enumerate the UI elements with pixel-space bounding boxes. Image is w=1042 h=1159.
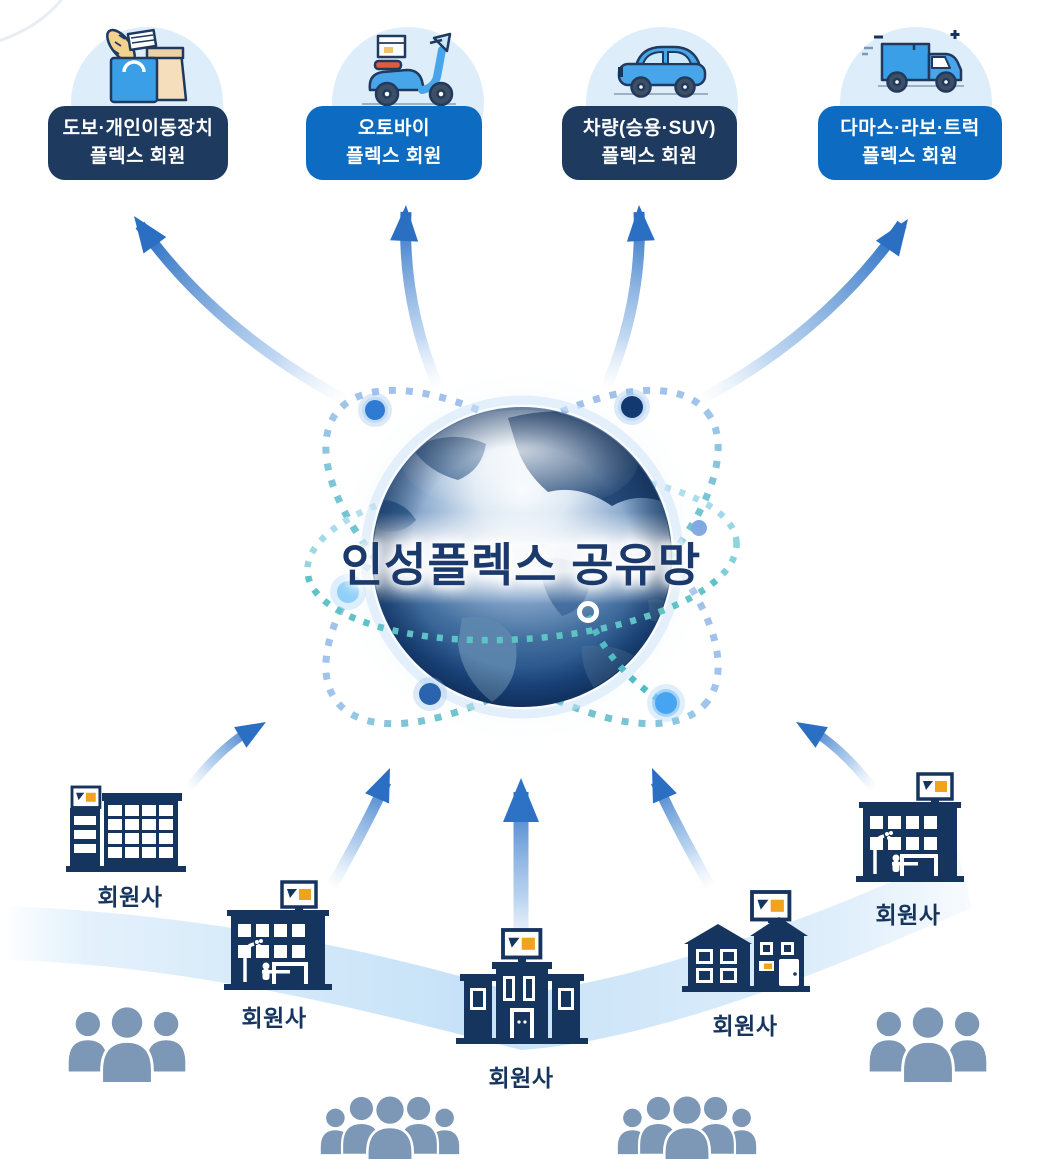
headquarters-building-icon xyxy=(456,928,588,1044)
arrow-to-motorbike-node xyxy=(390,205,443,388)
member-buildings xyxy=(66,772,964,1044)
arrow-to-truck-node xyxy=(697,219,908,405)
orbit-node-dots xyxy=(330,389,707,722)
flex-node-pill-truck: 다마스·라보·트럭 플렉스 회원 xyxy=(818,106,1002,180)
arrow-from-member-1 xyxy=(185,722,266,791)
member-company-label: 회원사 xyxy=(875,902,941,928)
flex-node-line1: 차량(승용·SUV) xyxy=(583,118,716,140)
car-icon xyxy=(614,45,708,98)
people-group-icon xyxy=(870,1007,987,1082)
flex-node-pill-motorbike: 오토바이 플렉스 회원 xyxy=(306,106,482,180)
flex-node-line2: 플렉스 회원 xyxy=(601,146,698,167)
flex-node-line1: 도보·개인이동장치 xyxy=(62,118,214,140)
arrow-from-member-5 xyxy=(796,722,877,791)
people-group-icon xyxy=(69,1007,186,1082)
swoosh-band xyxy=(8,852,972,1050)
flex-node-line2: 플렉스 회원 xyxy=(346,146,442,167)
member-company-label: 회원사 xyxy=(97,884,163,910)
office-building-gate-icon xyxy=(856,772,964,882)
people-group-icon xyxy=(616,1096,758,1159)
flex-node-line2: 플렉스 회원 xyxy=(90,146,186,167)
office-building-grid-icon xyxy=(66,785,186,872)
shopping-bag-icon xyxy=(106,28,188,104)
network-title: 인성플렉스 공유망 xyxy=(340,539,702,591)
flex-node-line1: 오토바이 xyxy=(358,118,430,140)
delivery-truck-icon xyxy=(862,30,964,93)
arrow-to-walk-node xyxy=(134,216,348,405)
flex-node-pill-car: 차량(승용·SUV) 플렉스 회원 xyxy=(562,106,737,180)
arrow-to-car-node xyxy=(601,205,655,388)
member-company-label: 회원사 xyxy=(488,1065,554,1091)
flex-node-line1: 다마스·라보·트럭 xyxy=(840,118,980,140)
office-building-gate-icon xyxy=(224,880,332,990)
orbit-front-arcs xyxy=(304,576,740,703)
member-company-label: 회원사 xyxy=(241,1005,307,1031)
arrow-from-member-2 xyxy=(327,768,392,889)
white-ring-node xyxy=(577,601,599,623)
globe-illustration xyxy=(360,395,684,719)
delivery-scooter-icon xyxy=(362,32,456,107)
outbound-arrows xyxy=(134,205,908,405)
people-group-icon xyxy=(319,1096,461,1159)
arrow-from-member-4 xyxy=(650,768,715,889)
inbound-arrows xyxy=(185,722,877,956)
flex-node-pill-walk: 도보·개인이동장치 플렉스 회원 xyxy=(48,106,228,180)
twin-house-building-icon xyxy=(682,890,810,992)
flex-node-line2: 플렉스 회원 xyxy=(862,146,958,167)
corner-accent-line xyxy=(0,0,64,43)
member-company-label: 회원사 xyxy=(712,1013,778,1039)
